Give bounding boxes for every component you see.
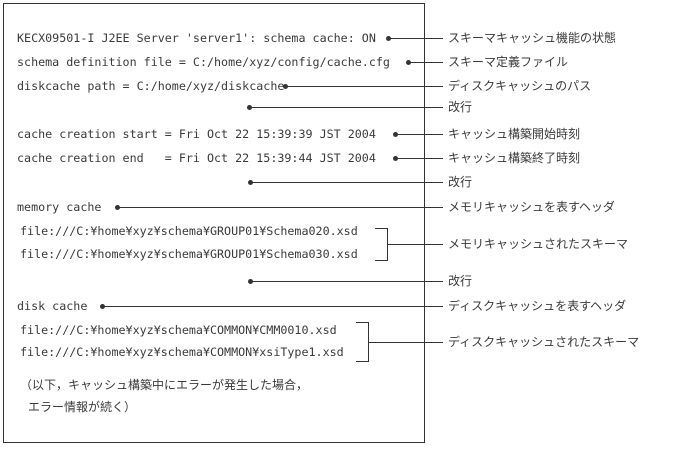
log-line-disk-schema-2: file:///C:¥home¥xyz¥schema¥COMMON¥xsiTyp… — [20, 345, 344, 359]
annotation-newline-2: 改行 — [448, 175, 473, 189]
log-line-disk-schema-1: file:///C:¥home¥xyz¥schema¥COMMON¥CMM001… — [20, 323, 337, 337]
log-line-cache-creation-end: cache creation end = Fri Oct 22 15:39:44… — [17, 151, 376, 165]
leader-line — [249, 107, 443, 108]
log-line-diskcache-path: diskcache path = C:/home/xyz/diskcache — [17, 79, 285, 93]
leader-line — [395, 134, 443, 135]
log-line-disk-cache-header: disk cache — [17, 299, 88, 313]
error-note-line-2: エラー情報が続く） — [28, 400, 137, 414]
annotation-memory-cached-schemas: メモリキャッシュされたスキーマ — [448, 237, 629, 251]
leader-line — [285, 86, 443, 87]
leader-line — [395, 158, 443, 159]
leader-line — [388, 38, 443, 39]
disk-schemas-bracket — [356, 322, 369, 362]
annotation-disk-cached-schemas: ディスクキャッシュされたスキーマ — [448, 335, 640, 349]
annotation-schema-definition-file: スキーマ定義ファイル — [448, 55, 569, 69]
annotation-diskcache-path: ディスクキャッシュのパス — [448, 79, 592, 93]
log-line-schema-cache-status: KECX09501-I J2EE Server 'server1': schem… — [17, 31, 376, 45]
annotation-newline-1: 改行 — [448, 100, 473, 114]
annotation-cache-build-start-time: キャッシュ構築開始時刻 — [448, 127, 581, 141]
log-line-cache-creation-start: cache creation start = Fri Oct 22 15:39:… — [17, 127, 376, 141]
leader-line — [408, 62, 443, 63]
log-line-schema-definition-file: schema definition file = C:/home/xyz/con… — [17, 55, 390, 69]
leader-line — [117, 207, 443, 208]
leader-line — [250, 182, 443, 183]
annotation-memory-cache-header: メモリキャッシュを表すヘッダ — [448, 200, 615, 214]
annotation-schema-cache-status: スキーマキャッシュ機能の状態 — [448, 31, 617, 45]
memory-schemas-bracket — [375, 228, 388, 261]
leader-line — [387, 244, 443, 245]
log-line-memory-schema-2: file:///C:¥home¥xyz¥schema¥GROUP01¥Schem… — [20, 247, 358, 261]
log-line-memory-cache-header: memory cache — [17, 200, 102, 214]
leader-line — [102, 306, 443, 307]
error-note-line-1: （以下，キャッシュ構築中にエラーが発生した場合， — [20, 378, 309, 392]
leader-line — [250, 281, 443, 282]
annotation-newline-3: 改行 — [448, 274, 473, 288]
annotation-cache-build-end-time: キャッシュ構築終了時刻 — [448, 151, 581, 165]
console-output-box — [3, 3, 425, 443]
log-line-memory-schema-1: file:///C:¥home¥xyz¥schema¥GROUP01¥Schem… — [20, 224, 358, 238]
leader-line — [368, 342, 443, 343]
annotation-disk-cache-header: ディスクキャッシュを表すヘッダ — [448, 299, 627, 313]
